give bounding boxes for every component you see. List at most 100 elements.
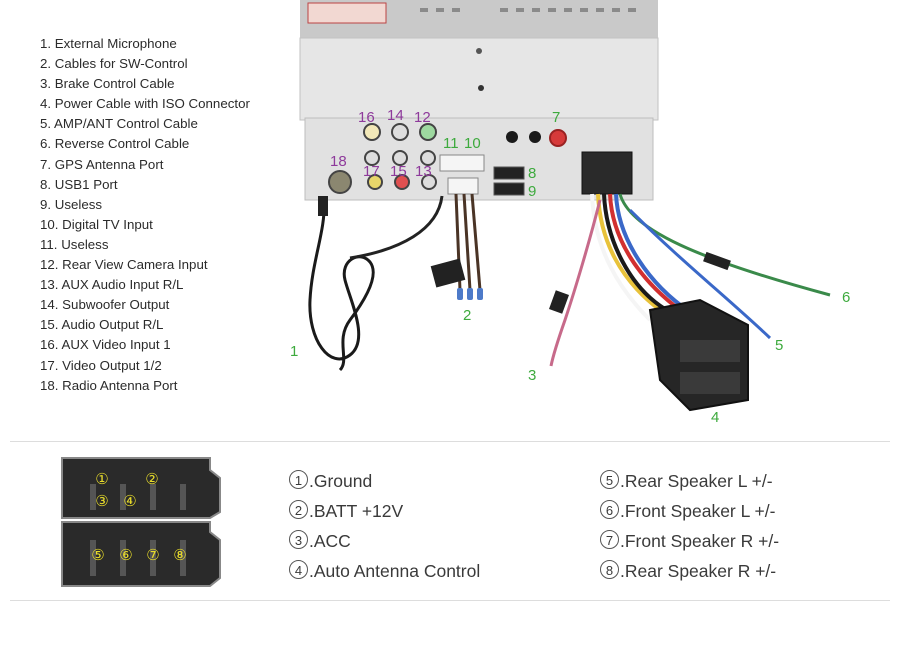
pin-number: 5 [600,470,619,489]
legend-item: 4. Power Cable with ISO Connector [40,96,250,112]
rca-jacks [363,123,437,190]
pin-7: ⑦ [146,546,159,564]
connector-outline-bottom [61,521,221,587]
usb1-port [493,166,525,180]
pin-2: ② [145,470,158,488]
pin-5: ⑤ [91,546,104,564]
label-12: 12 [414,109,431,126]
divider-bottom [10,600,890,601]
pin-number: 7 [600,530,619,549]
head-unit-photo: 1 2 3 4 5 6 7 8 9 10 11 12 13 14 15 16 1… [290,0,850,426]
iso-connector [648,298,749,412]
pinout-item: 6.Front Speaker L +/- [600,496,779,526]
plug-cap [529,131,541,143]
pinout-item: 5.Rear Speaker L +/- [600,466,779,496]
label-9: 9 [528,183,536,200]
sw-cable-tag [430,258,466,288]
label-3: 3 [528,367,536,384]
plug-cap [506,131,518,143]
pin-3: ③ [95,492,108,510]
gps-antenna-port [549,129,567,147]
label-18: 18 [330,153,347,170]
label-6: 6 [842,289,850,306]
legend-item: 15. Audio Output R/L [40,317,164,333]
photo-labels: 1 2 3 4 5 6 7 8 9 10 11 12 13 14 15 16 1… [290,107,850,426]
pinout-left: 1.Ground 2.BATT +12V 3.ACC 4.Auto Antenn… [289,466,480,586]
pinout-item: 2.BATT +12V [289,496,480,526]
label-13: 13 [415,163,432,180]
microphone-cable [308,199,375,372]
harness-socket [581,151,633,195]
legend-item: 11. Useless [40,236,109,252]
legend-item: 16. AUX Video Input 1 [40,337,171,353]
pin-desc: .Rear Speaker L +/- [620,471,773,491]
label-16: 16 [358,109,375,126]
connector-outline-top [61,457,221,519]
wire-harness [549,193,831,367]
legend-item: 7. GPS Antenna Port [40,156,164,172]
pin-desc: .ACC [309,531,351,551]
wire-tag [549,290,569,314]
pinout-item: 4.Auto Antenna Control [289,556,480,586]
pin-1: ① [95,470,108,488]
label-5: 5 [775,337,783,354]
legend-item: 3. Brake Control Cable [40,76,175,92]
legend-item: 12. Rear View Camera Input [40,257,208,273]
label-4: 4 [711,409,719,426]
divider-top [10,441,890,442]
label-17: 17 [363,163,380,180]
label-11: 11 [443,135,459,152]
pin-number: 1 [289,470,308,489]
legend-item: 9. Useless [40,196,103,212]
legend-item: 6. Reverse Control Cable [40,136,190,152]
microphone-wire [349,195,444,260]
usb-port-unused [493,182,525,196]
pinout-right: 5.Rear Speaker L +/- 6.Front Speaker L +… [600,466,779,586]
legend-item: 2. Cables for SW-Control [40,56,188,72]
pin-number: 2 [289,500,308,519]
pinout-item: 8.Rear Speaker R +/- [600,556,779,586]
wire-tag [703,251,731,271]
label-14: 14 [387,107,404,124]
pin-desc: .Auto Antenna Control [309,561,481,581]
pinout-item: 3.ACC [289,526,480,556]
legend-item: 8. USB1 Port [40,176,118,192]
legend-item: 17. Video Output 1/2 [40,357,162,373]
legend-list: 1. External Microphone 2. Cables for SW-… [40,34,250,396]
legend-item: 5. AMP/ANT Control Cable [40,116,198,132]
pin-4: ④ [123,492,136,510]
legend-item: 1. External Microphone [40,36,177,51]
label-7: 7 [552,109,560,126]
screw [478,85,484,91]
sw-control-connector [447,177,479,195]
screw [476,48,482,54]
label-8: 8 [528,165,536,182]
pin-8: ⑧ [173,546,186,564]
label-10: 10 [464,135,481,152]
label-2: 2 [463,307,471,324]
radio-antenna-port [328,170,352,194]
unit-top-label [307,2,387,24]
legend-item: 14. Subwoofer Output [40,297,170,313]
pin-desc: .Front Speaker L +/- [620,501,776,521]
pinout-item: 1.Ground [289,466,480,496]
pin-desc: .BATT +12V [309,501,404,521]
pin-6: ⑥ [119,546,132,564]
label-15: 15 [390,163,407,180]
pin-number: 3 [289,530,308,549]
sw-cable-ends [457,288,483,300]
vent-holes [420,8,636,12]
legend-item: 13. AUX Audio Input R/L [40,277,184,293]
pin-slots [90,484,186,576]
digital-tv-connector [439,154,485,172]
legend-item: 10. Digital TV Input [40,216,153,232]
microphone-head [318,196,328,216]
pin-desc: .Ground [309,471,373,491]
legend-item: 18. Radio Antenna Port [40,377,178,393]
pin-desc: .Front Speaker R +/- [620,531,780,551]
pin-number: 8 [600,560,619,579]
iso-connector-diagram: ① ② ③ ④ ⑤ ⑥ ⑦ ⑧ [61,457,221,587]
pin-number: 4 [289,560,308,579]
label-1: 1 [290,343,298,360]
pin-number: 6 [600,500,619,519]
